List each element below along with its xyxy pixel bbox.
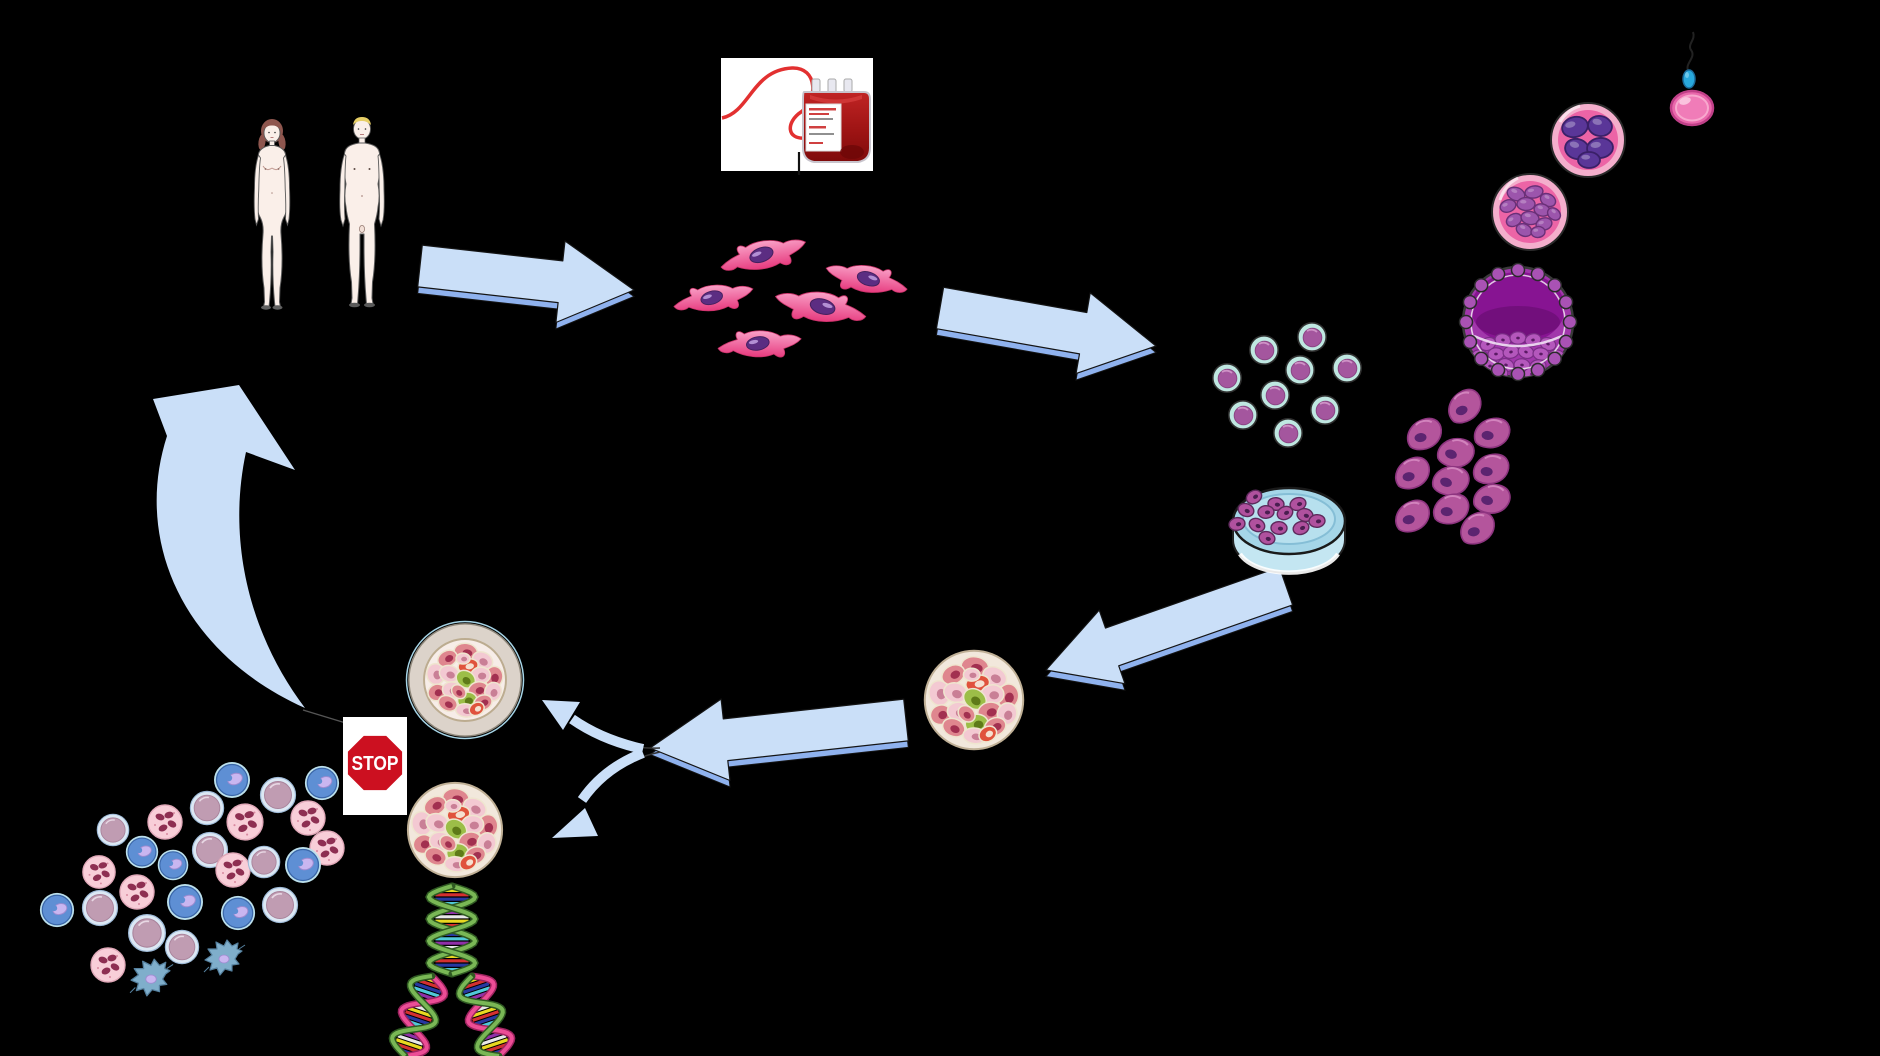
progenitor-cell bbox=[1473, 417, 1511, 449]
petri-dish-icon bbox=[1228, 486, 1347, 575]
monocyte-cell bbox=[220, 895, 256, 931]
monocyte-cell bbox=[167, 884, 203, 920]
fibroblast-cell bbox=[825, 265, 908, 293]
monocyte-cell bbox=[214, 762, 250, 798]
ipsc-cell bbox=[1212, 363, 1242, 393]
blastocyst-icon bbox=[1458, 262, 1578, 382]
progenitor-cell bbox=[1432, 493, 1470, 525]
progenitor-cell bbox=[1394, 456, 1430, 490]
ipsc-colony-icon bbox=[1212, 322, 1362, 448]
lymphocyte-cell bbox=[189, 790, 225, 826]
stop-sign-icon: STOP bbox=[343, 717, 407, 815]
ipsc-cell bbox=[1332, 353, 1362, 383]
neutrophil-cell bbox=[147, 804, 183, 840]
branch-arrows bbox=[542, 700, 661, 838]
blastoid-with-zona-icon bbox=[405, 620, 525, 740]
neutrophil-cell bbox=[82, 855, 116, 889]
fibroblast-cells-icon bbox=[673, 239, 908, 358]
monocyte-cell bbox=[285, 847, 321, 883]
embryoid-body-icon bbox=[923, 649, 1025, 751]
female-donor-figure bbox=[253, 119, 291, 310]
neutrophil-cell bbox=[215, 852, 251, 888]
monocyte-cell bbox=[304, 765, 340, 801]
fibroblast-cell bbox=[673, 284, 754, 312]
ipsc-cell bbox=[1249, 335, 1279, 365]
progenitor-cells-icon bbox=[1394, 388, 1511, 545]
monocyte-cell bbox=[125, 835, 159, 869]
progenitor-cell bbox=[1460, 511, 1495, 545]
lymphocyte-cell bbox=[164, 929, 200, 965]
flow-arrow-icon bbox=[1045, 566, 1294, 691]
ipsc-cell bbox=[1273, 418, 1303, 448]
lymphocyte-cell bbox=[261, 886, 299, 924]
ipsc-cell bbox=[1297, 322, 1327, 352]
flow-arrow-icon bbox=[417, 240, 636, 330]
neutrophil-cell bbox=[226, 803, 264, 841]
curved-arrow-up-body bbox=[569, 714, 645, 754]
morula-icon bbox=[1491, 173, 1569, 251]
progenitor-cell bbox=[1473, 483, 1511, 514]
progenitor-cell bbox=[1436, 438, 1475, 468]
progenitor-cell bbox=[1431, 465, 1470, 496]
fibroblast-cell bbox=[720, 239, 807, 271]
male-donor-figure bbox=[339, 117, 385, 308]
ipsc-cell bbox=[1310, 395, 1340, 425]
monocyte-cell bbox=[157, 849, 189, 881]
immune-blood-cells-icon bbox=[39, 762, 345, 997]
progenitor-cell bbox=[1448, 388, 1482, 424]
blood-bag-icon bbox=[721, 58, 873, 175]
return-arrow-shape bbox=[153, 385, 305, 708]
neutrophil-cell bbox=[119, 874, 155, 910]
monocyte-cell bbox=[39, 892, 75, 928]
dna-replication-fork-icon bbox=[388, 882, 516, 1056]
curved-arrow-down-head bbox=[552, 808, 598, 838]
flow-arrow-icon bbox=[648, 698, 909, 788]
fibroblast-cell bbox=[717, 330, 802, 358]
cycle-return-arrow-icon bbox=[153, 385, 350, 725]
curved-arrow-up-head bbox=[542, 700, 580, 730]
ipsc-cell bbox=[1285, 355, 1315, 385]
dendritic-cell bbox=[129, 958, 174, 997]
stop-sign-label: STOP bbox=[352, 753, 399, 775]
flow-arrows bbox=[417, 240, 1294, 788]
dendritic-cell bbox=[203, 939, 246, 976]
lymphocyte-cell bbox=[191, 831, 229, 869]
oocyte-icon bbox=[1669, 89, 1715, 127]
sperm-icon bbox=[1682, 31, 1696, 89]
cleavage-embryo-icon bbox=[1550, 102, 1626, 178]
stop-leader-line bbox=[302, 709, 350, 725]
lymphocyte-cell bbox=[81, 889, 119, 927]
progenitor-cell bbox=[1406, 417, 1443, 451]
ipsc-cell bbox=[1260, 380, 1290, 410]
male-female-donor-figures-icon bbox=[253, 117, 385, 310]
neutrophil-cell bbox=[90, 947, 126, 983]
fibroblast-cell bbox=[774, 291, 867, 323]
embryo-stages bbox=[1458, 31, 1715, 382]
ipsc-cell bbox=[1228, 400, 1258, 430]
lymphocyte-cell bbox=[247, 845, 281, 879]
flow-arrow-icon bbox=[935, 286, 1158, 381]
stop-octagon bbox=[344, 732, 406, 794]
neutrophil-cell bbox=[290, 800, 326, 836]
lymphocyte-cell bbox=[259, 776, 297, 814]
curved-arrow-down-body bbox=[577, 748, 645, 803]
lymphocyte-cell bbox=[96, 813, 130, 847]
lymphocyte-cell bbox=[127, 913, 167, 953]
progenitor-cell bbox=[1472, 453, 1510, 485]
organoid-icon bbox=[406, 781, 504, 879]
progenitor-cell bbox=[1395, 499, 1430, 533]
